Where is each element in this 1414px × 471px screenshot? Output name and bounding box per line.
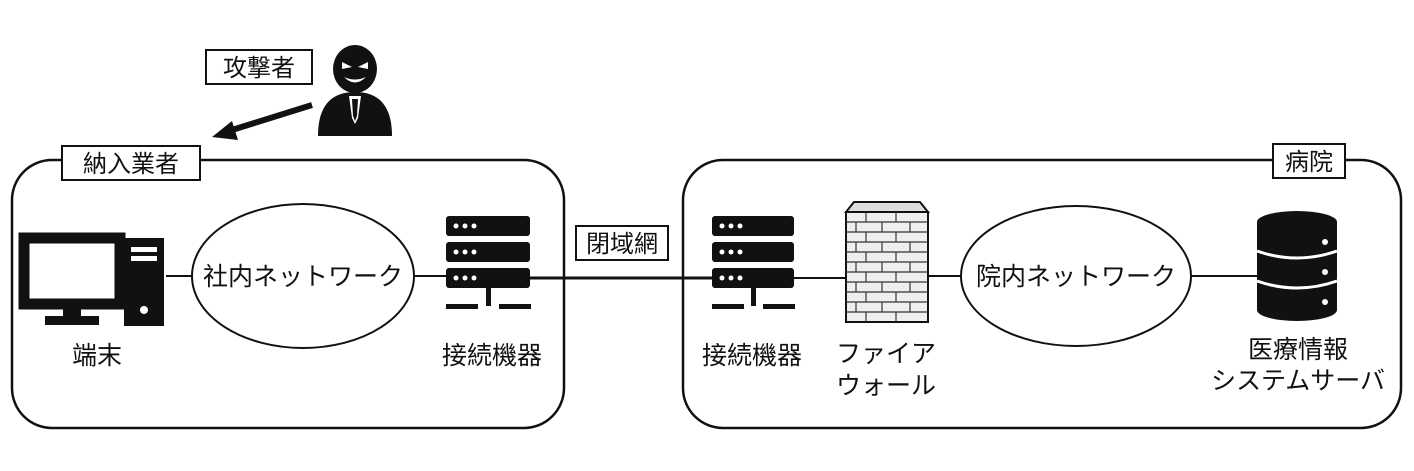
firewall-label-line1: ファイア [836,339,936,368]
attacker-label: 攻撃者 [223,54,295,82]
terminal-label: 端末 [72,341,122,370]
hospital-connector-icon [712,216,795,309]
vendor-label: 納入業者 [83,150,179,178]
hospital-label-box [1272,143,1346,179]
database-icon [1256,211,1338,321]
hospital-label: 病院 [1285,148,1333,176]
server-label-line1: 医療情報 [1248,335,1348,364]
vendor-network-label: 社内ネットワーク [203,262,403,291]
server-label-line2: システムサーバ [1211,366,1385,395]
terminal-icon [18,232,164,326]
firewall-icon [843,201,931,323]
attacker-icon [318,45,392,136]
closed-network-label-box [575,225,669,261]
hospital-boundary [681,158,1403,430]
firewall-label-line2: ウォール [836,371,936,400]
hospital-connector-label: 接続機器 [702,341,802,370]
closed-network-label: 閉域網 [586,230,658,258]
vendor-boundary [10,158,566,430]
vendor-connector-label: 接続機器 [442,341,542,370]
attacker-label-box [205,49,313,85]
vendor-label-box [61,145,201,181]
hospital-network-label: 院内ネットワーク [976,262,1176,291]
attack-arrow [212,102,313,140]
vendor-connector-icon [446,216,531,309]
